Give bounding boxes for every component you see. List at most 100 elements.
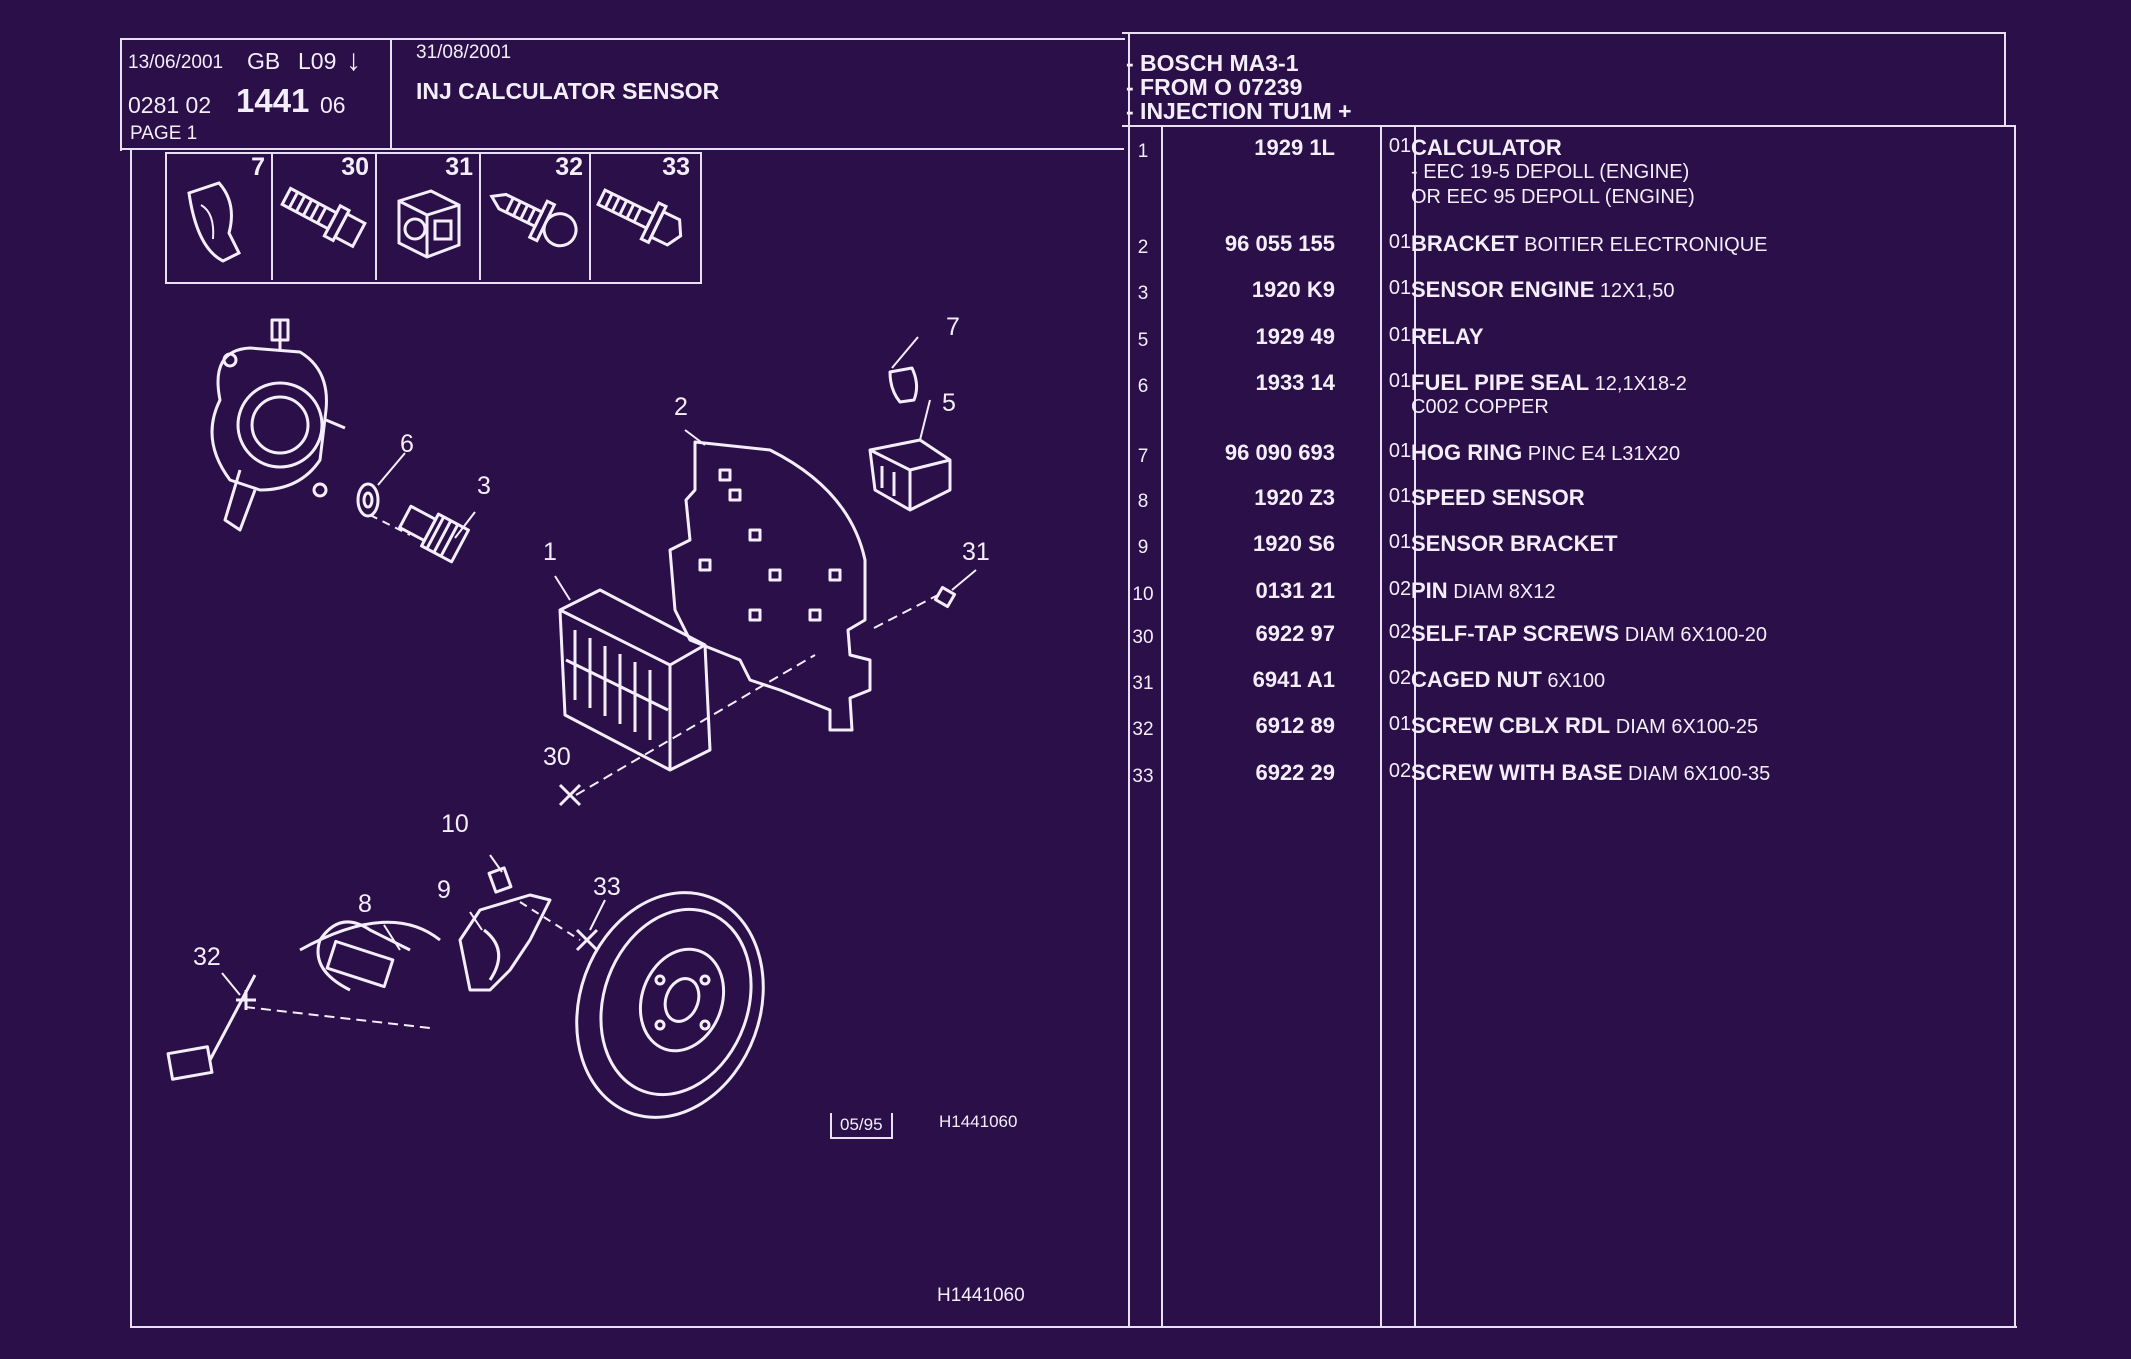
self-tap-screw-icon — [280, 186, 367, 249]
part-quantity: 02 — [1388, 578, 1412, 600]
header-bottom-left — [122, 148, 1124, 150]
part-description: 12,1X18-2 — [1589, 373, 1687, 395]
frame-bottom — [130, 1326, 2017, 1328]
callout-30: 30 — [543, 743, 571, 771]
part-reference: 1929 1L — [1254, 135, 1335, 160]
part-quantity: 01 — [1388, 135, 1412, 157]
header-ref-main: 1441 — [236, 82, 310, 119]
thumbnail-33: 33 — [589, 153, 696, 280]
part-name-label: SCREW CBLX RDL — [1411, 713, 1611, 738]
part-description: DIAM 8X12 — [1447, 581, 1556, 603]
part-sub-description: OR EEC 95 DEPOLL (ENGINE) — [1411, 186, 1695, 208]
callout-5: 5 — [942, 389, 956, 417]
part-name: CALCULATOR — [1411, 135, 1562, 161]
part-quantity: 01 — [1388, 440, 1412, 462]
part-sub-description: C002 COPPER — [1411, 396, 1549, 418]
callout-6: 6 — [400, 430, 414, 458]
item-number: 5 — [1137, 330, 1149, 351]
part-reference: 1920 Z3 — [1254, 485, 1335, 510]
footer-ref: H1441060 — [937, 1285, 1025, 1306]
header-date2: 31/08/2001 — [416, 42, 512, 63]
item-number: 2 — [1137, 237, 1149, 258]
part-name: PIN DIAM 8X12 — [1411, 578, 1556, 604]
part-quantity: 01 — [1388, 277, 1412, 299]
thumbnail-label: 31 — [445, 153, 473, 181]
frame-right — [2004, 32, 2006, 127]
item-number: 32 — [1132, 719, 1154, 740]
callout-8: 8 — [358, 890, 372, 918]
exploded-diagram — [166, 318, 977, 1119]
callout-1: 1 — [543, 538, 557, 566]
item-number: 1 — [1137, 141, 1149, 162]
callout-31: 31 — [962, 538, 990, 566]
item-number: 9 — [1137, 537, 1149, 558]
header-bottom-right — [1122, 125, 2015, 127]
part-quantity: 01 — [1388, 485, 1412, 507]
column-divider-qty — [1414, 127, 1416, 1327]
calculator-drawing — [558, 588, 712, 772]
figure-ref: H1441060 — [939, 1112, 1018, 1131]
part-name: SCREW WITH BASE DIAM 6X100-35 — [1411, 760, 1770, 786]
header-page: PAGE 1 — [130, 123, 198, 144]
part-reference: 6922 29 — [1255, 760, 1335, 785]
part-description: 12X1,50 — [1594, 280, 1675, 302]
callout-7: 7 — [946, 313, 960, 341]
part-name: CAGED NUT 6X100 — [1411, 667, 1605, 693]
item-number: 10 — [1132, 584, 1154, 605]
thumbnail-label: 30 — [341, 153, 369, 181]
frame-top-left — [120, 38, 1125, 40]
part-reference: 1929 49 — [1255, 324, 1335, 349]
part-name-label: RELAY — [1411, 324, 1484, 349]
part-quantity: 02 — [1388, 760, 1412, 782]
part-name-label: SCREW WITH BASE — [1411, 760, 1623, 785]
part-name: SPEED SENSOR — [1411, 485, 1585, 511]
callout-3: 3 — [477, 472, 491, 500]
part-quantity: 01 — [1388, 324, 1412, 346]
part-name-label: FUEL PIPE SEAL — [1411, 370, 1590, 395]
frame-left — [120, 38, 122, 151]
callout-10: 10 — [441, 810, 469, 838]
thumbnail-31: 31 — [375, 153, 481, 280]
callout-33: 33 — [593, 873, 621, 901]
part-reference: 0131 21 — [1255, 578, 1335, 603]
part-name: BRACKET BOITIER ELECTRONIQUE — [1411, 231, 1768, 257]
part-reference: 6922 97 — [1255, 621, 1335, 646]
item-number: 6 — [1137, 376, 1149, 397]
part-description: DIAM 6X100-20 — [1619, 624, 1768, 646]
part-name-label: CALCULATOR — [1411, 135, 1562, 160]
part-name-label: SENSOR ENGINE — [1411, 277, 1595, 302]
item-number: 33 — [1132, 766, 1154, 787]
part-quantity: 02 — [1388, 621, 1412, 643]
item-number: 30 — [1132, 627, 1154, 648]
part-reference: 6912 89 — [1255, 713, 1335, 738]
thumbnail-label: 7 — [251, 153, 265, 181]
bracket-drawing — [668, 440, 872, 732]
part-name: FUEL PIPE SEAL 12,1X18-2 — [1411, 370, 1687, 396]
part-name-label: PIN — [1411, 578, 1448, 603]
part-quantity: 01 — [1388, 713, 1412, 735]
part-reference: 1920 K9 — [1251, 277, 1335, 302]
thumbnail-7: 7 — [167, 153, 273, 280]
thumbnail-label: 33 — [662, 153, 690, 181]
part-description: DIAM 6X100-25 — [1610, 716, 1759, 738]
frame-right-lower — [2014, 125, 2016, 1328]
part-reference: 1933 14 — [1255, 370, 1335, 395]
part-name-label: CAGED NUT — [1411, 667, 1542, 692]
caged-nut-icon — [397, 189, 461, 259]
speed-sensor-drawing — [166, 920, 441, 1081]
header-note-3: - INJECTION TU1M + — [1126, 98, 1352, 124]
header-code: L09 — [298, 48, 337, 74]
part-name-label: HOG RING — [1411, 440, 1523, 465]
header-note-1: - BOSCH MA3-1 — [1126, 50, 1299, 76]
part-quantity: 02 — [1388, 667, 1412, 689]
flywheel-drawing — [575, 891, 765, 1119]
part-name: SENSOR BRACKET — [1411, 531, 1618, 557]
part-reference: 96 055 155 — [1224, 231, 1335, 256]
part-reference: 6941 A1 — [1252, 667, 1335, 692]
thumbnail-strip — [165, 152, 702, 284]
part-name-label: SENSOR BRACKET — [1411, 531, 1618, 556]
header-lang: GB — [247, 48, 281, 74]
item-number: 31 — [1132, 673, 1154, 694]
column-divider-ref — [1380, 127, 1382, 1327]
hog-ring-icon — [187, 181, 242, 263]
